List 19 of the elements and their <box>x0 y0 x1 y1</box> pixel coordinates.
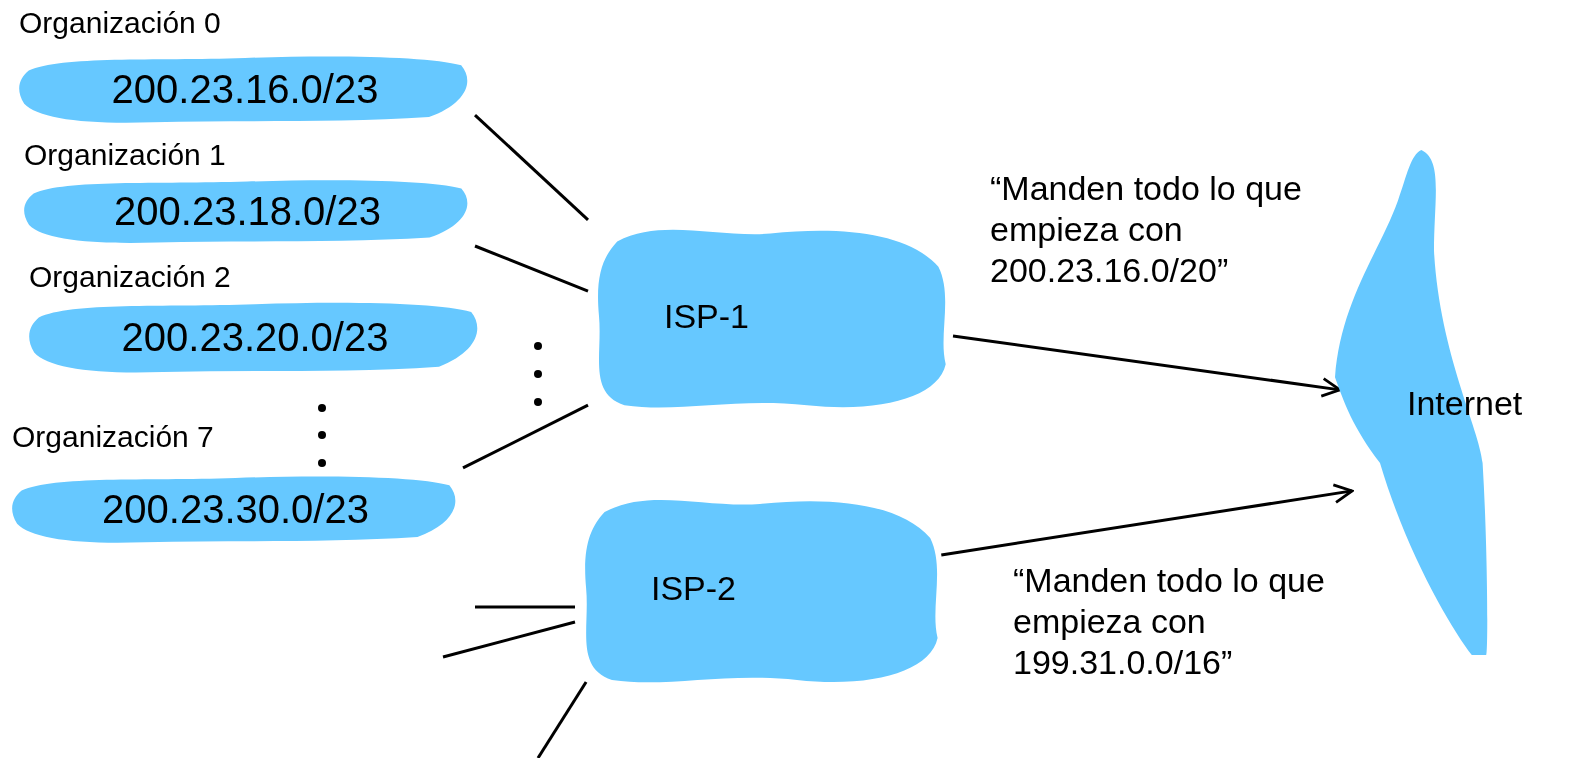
link-line <box>474 113 590 222</box>
link-line <box>442 620 576 659</box>
link-line <box>474 244 589 293</box>
arrow <box>941 483 1354 557</box>
organization-label: Organización 2 <box>28 262 231 292</box>
organization-label: Organización 7 <box>11 422 214 452</box>
link-line <box>536 681 588 758</box>
internet-label: Internet <box>1407 385 1523 420</box>
isp-label: ISP-2 <box>651 571 737 605</box>
subnet-address: 200.23.20.0/23 <box>121 317 389 357</box>
isp-label: ISP-1 <box>664 298 750 333</box>
subnet-address: 200.23.18.0/23 <box>114 191 381 231</box>
subnet-address: 200.23.16.0/23 <box>111 69 379 109</box>
link-line <box>462 403 589 470</box>
arrow <box>952 334 1342 398</box>
subnet-address: 200.23.30.0/23 <box>102 489 369 529</box>
organization-label: Organización 0 <box>18 8 221 38</box>
link-line <box>475 605 575 609</box>
organization-label: Organización 1 <box>23 140 226 170</box>
